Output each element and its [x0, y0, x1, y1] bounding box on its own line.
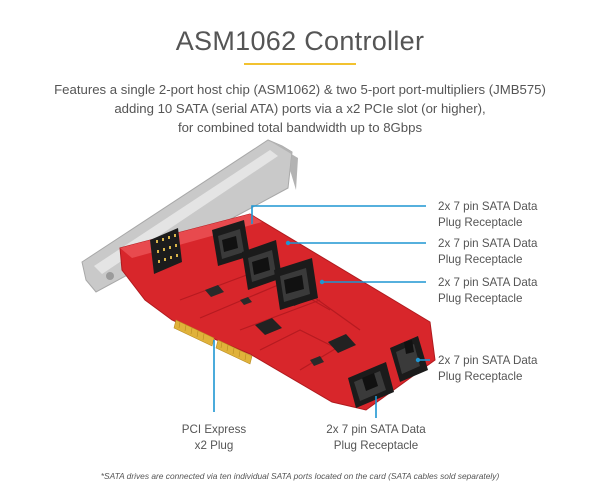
footnote: *SATA drives are connected via ten indiv… [100, 471, 500, 481]
pin-header [150, 228, 182, 274]
callout-sata-1: 2x 7 pin SATA Data Plug Receptacle [438, 199, 537, 231]
leader-dot-sata-3 [319, 279, 325, 285]
sata-connector-pair-1 [212, 220, 250, 266]
callout-pcie-line-2: x2 Plug [194, 439, 234, 452]
controller-chips [205, 285, 356, 366]
callout-sata-5-line-2: Plug Receptacle [333, 439, 419, 452]
callout-sata-4-line-2: Plug Receptacle [438, 370, 523, 383]
callout-sata-3: 2x 7 pin SATA Data Plug Receptacle [438, 275, 537, 307]
description-line-1: Features a single 2-port host chip (ASM1… [54, 82, 546, 97]
sata-connector-pair-3 [274, 258, 318, 310]
callout-sata-3-line-2: Plug Receptacle [438, 292, 523, 305]
callout-pcie-line-1: PCI Express [181, 423, 247, 436]
description-line-3: for combined total bandwidth up to 8Gbps [177, 120, 423, 135]
callout-sata-2-line-1: 2x 7 pin SATA Data [438, 237, 538, 250]
sata-connector-pair-5 [348, 362, 394, 408]
leader-line-sata-1 [251, 205, 426, 224]
callout-pcie: PCI Express x2 Plug [164, 422, 264, 454]
callout-sata-4: 2x 7 pin SATA Data Plug Receptacle [438, 353, 537, 385]
page-title: ASM1062 Controller [175, 26, 425, 56]
sata-connector-pair-2 [242, 240, 282, 290]
title-underline [244, 63, 356, 65]
leader-dot-sata-2 [285, 240, 291, 246]
leader-dot-sata-4 [415, 357, 421, 363]
feature-description: Features a single 2-port host chip (ASM1… [0, 80, 600, 137]
callout-sata-1-line-1: 2x 7 pin SATA Data [438, 200, 538, 213]
callout-sata-2-line-2: Plug Receptacle [438, 253, 523, 266]
callout-sata-2: 2x 7 pin SATA Data Plug Receptacle [438, 236, 537, 268]
pcie-gold-contacts [173, 319, 253, 365]
callout-sata-5-line-1: 2x 7 pin SATA Data [326, 423, 426, 436]
callout-sata-1-line-2: Plug Receptacle [438, 216, 523, 229]
callout-sata-5: 2x 7 pin SATA Data Plug Receptacle [320, 422, 432, 454]
callout-sata-4-line-1: 2x 7 pin SATA Data [438, 354, 538, 367]
sata-connector-pair-4 [390, 336, 428, 382]
description-line-2: adding 10 SATA (serial ATA) ports via a … [114, 101, 486, 116]
callout-sata-3-line-1: 2x 7 pin SATA Data [438, 276, 538, 289]
